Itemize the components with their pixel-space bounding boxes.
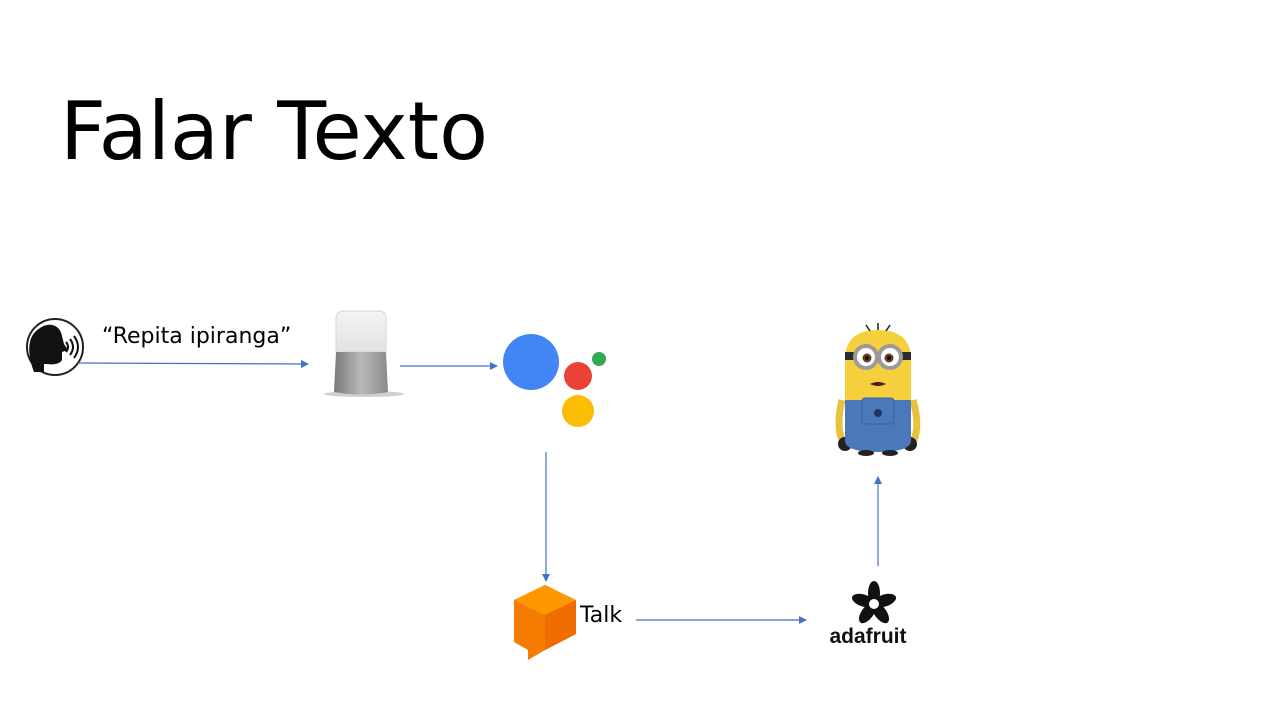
google-home-icon [324,310,404,397]
speaking-head-icon [26,318,84,376]
speech-quote: “Repita ipiranga” [102,324,292,349]
talk-label: Talk [580,603,623,628]
arrow-speech-to-home [77,359,309,368]
adafruit-logo: adafruit [829,581,907,648]
google-assistant-icon [503,334,606,427]
slide-title: Falar Texto [60,85,489,178]
minion-icon [835,323,921,456]
dialogflow-icon [514,585,576,660]
adafruit-wordmark: adafruit [829,625,906,648]
